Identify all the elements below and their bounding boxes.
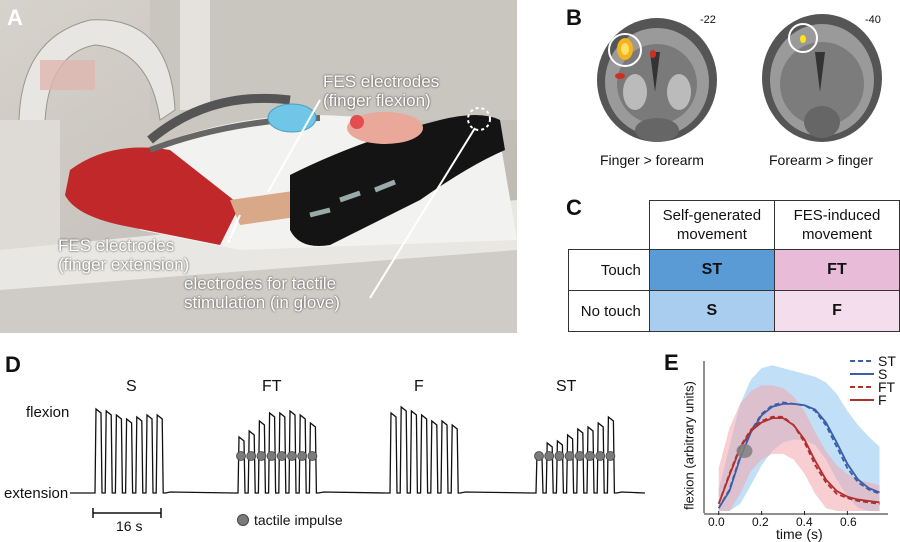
- tactile-impulse-dot: [595, 451, 606, 461]
- condition-label-st: ST: [556, 378, 577, 395]
- brain-slice-left: [595, 12, 725, 144]
- header-fes-induced-line1: FES-induced: [793, 207, 881, 224]
- table-corner: [568, 200, 650, 250]
- panel-a-letter: A: [7, 5, 23, 30]
- tactile-electrodes-annotation: electrodes for tactile stimulation (in g…: [184, 274, 340, 312]
- cell-f: F: [773, 290, 900, 332]
- x-tick-3: 0.6: [840, 515, 857, 529]
- tactile-impulse-dot: [605, 451, 616, 461]
- tactile-line1: electrodes for tactile: [184, 274, 337, 293]
- series-lines: [717, 401, 880, 509]
- condition-label-f: F: [414, 378, 424, 395]
- chart-axes: [703, 361, 888, 515]
- header-self-generated: Self-generated movement: [648, 200, 775, 250]
- legend-label-f: F: [878, 392, 887, 408]
- tactile-impulse-legend-dot: [237, 514, 249, 526]
- tactile-impulse-dot: [564, 451, 575, 461]
- cell-st: ST: [648, 249, 775, 291]
- flexion-trace-line: [70, 405, 645, 494]
- tactile-impulse-dot: [256, 451, 267, 461]
- brain-slices: [595, 12, 890, 144]
- tactile-impulse-dot: [246, 451, 257, 461]
- extension-label: extension: [4, 485, 69, 502]
- tactile-line2: stimulation (in glove): [184, 293, 340, 312]
- panel-e-letter: E: [664, 350, 679, 375]
- fes-extension-line2: (finger extension): [58, 255, 190, 274]
- tactile-impulse-dot: [574, 451, 585, 461]
- flexion-trace: [70, 405, 645, 494]
- legend-label-ft: FT: [878, 379, 896, 395]
- tactile-impulse-legend-label: tactile impulse: [254, 512, 343, 528]
- fes-extension-line1: FES electrodes: [58, 236, 175, 255]
- flexion-label: flexion: [26, 404, 70, 421]
- x-tick-2: 0.4: [796, 515, 813, 529]
- row-label-touch: Touch: [568, 249, 650, 291]
- flexion-timecourse-chart: [703, 361, 888, 515]
- tactile-impulse-dot: [585, 451, 595, 461]
- series-line-f: [717, 417, 880, 505]
- mri-scanner-photo: [0, 0, 517, 333]
- x-tick-0: 0.0: [708, 515, 725, 529]
- tactile-impulse-dot: [266, 451, 277, 461]
- fes-flexion-line2: (finger flexion): [323, 91, 431, 110]
- y-axis-label-wrap: flexion (arbitrary units): [672, 381, 697, 512]
- tactile-impulse-dot: [544, 451, 555, 461]
- left-slice-number: -22: [700, 14, 716, 26]
- time-scale-label: 16 s: [116, 518, 143, 534]
- cell-ft: FT: [773, 249, 900, 291]
- time-scale-bar: [92, 508, 162, 518]
- condition-label-ft: FT: [262, 378, 282, 395]
- fes-flexion-annotation: FES electrodes (finger flexion): [323, 72, 439, 110]
- panel-b-letter: B: [566, 5, 582, 30]
- header-self-generated-line1: Self-generated: [662, 207, 762, 224]
- chart-legend-swatches: [850, 360, 874, 401]
- fes-flexion-line1: FES electrodes: [323, 72, 440, 91]
- tactile-impulse-dot: [307, 451, 318, 461]
- tactile-impulse-dot: [534, 451, 544, 461]
- x-axis-label: time (s): [776, 526, 823, 542]
- x-tick-1: 0.2: [752, 515, 769, 529]
- tactile-impulse-dot: [236, 451, 246, 461]
- tactile-impulse-marker: [736, 444, 753, 458]
- left-brain-caption: Finger > forearm: [600, 152, 704, 168]
- tactile-impulse-dot: [276, 451, 287, 461]
- tactile-impulse-dot: [287, 451, 297, 461]
- header-self-generated-line2: movement: [676, 226, 747, 243]
- cell-s: S: [648, 290, 775, 332]
- header-fes-induced-line2: movement: [801, 226, 872, 243]
- brain-slice-right: [760, 12, 890, 144]
- header-fes-induced: FES-induced movement: [773, 200, 900, 250]
- panel-a-photo: A FES electrodes (finger flexion) FES el…: [0, 0, 517, 333]
- tactile-impulse-dot: [554, 451, 565, 461]
- legend-label-s: S: [878, 366, 888, 382]
- right-slice-number: -40: [865, 14, 881, 26]
- fes-extension-annotation: FES electrodes (finger extension): [58, 236, 189, 274]
- right-brain-caption: Forearm > finger: [769, 152, 873, 168]
- tactile-impulse-markers: [236, 451, 616, 461]
- condition-table: Self-generated movement FES-induced move…: [568, 200, 900, 332]
- condition-label-s: S: [126, 378, 137, 395]
- tactile-impulse-dot: [297, 451, 308, 461]
- panel-d-letter: D: [5, 352, 21, 377]
- row-label-no-touch: No touch: [568, 290, 650, 332]
- legend-label-st: ST: [878, 353, 896, 369]
